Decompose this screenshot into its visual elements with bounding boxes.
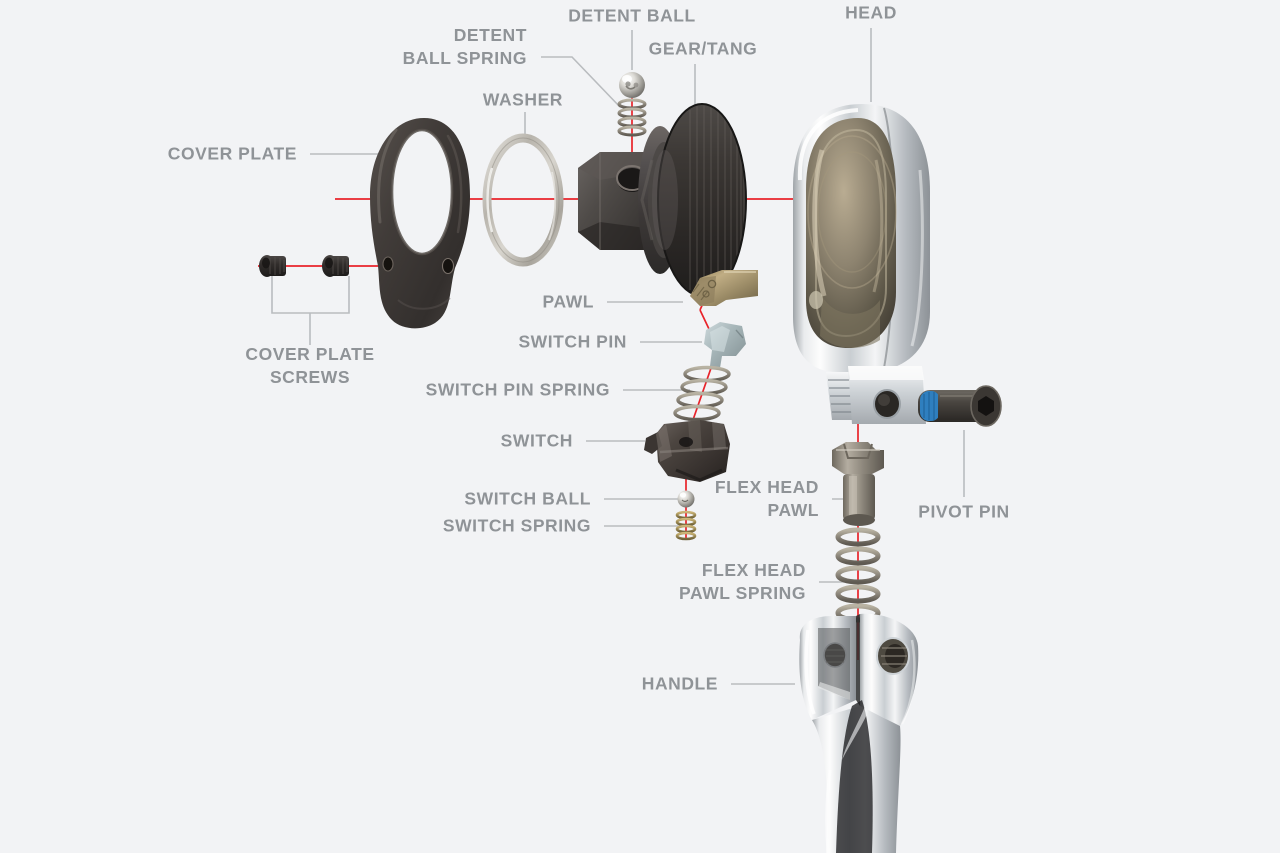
label-washer: WASHER — [482, 89, 563, 110]
pivot-pin — [918, 385, 1002, 427]
washer — [482, 133, 564, 267]
detent-ball — [619, 72, 645, 98]
cover-plate — [370, 118, 470, 329]
handle — [799, 613, 919, 853]
label-switch-spring: SWITCH SPRING — [442, 515, 591, 536]
label-cover-plate: COVER PLATE — [167, 143, 297, 164]
label-head: HEAD — [845, 2, 897, 23]
label-detent-ball: DETENT BALL — [568, 5, 696, 26]
label-gear-tang: GEAR/TANG — [648, 38, 758, 59]
label-pivot-pin: PIVOT PIN — [918, 501, 1010, 522]
label-detent-ball-spring: DETENT BALL SPRING — [402, 25, 527, 68]
label-cover-plate-screws: COVER PLATE SCREWS — [245, 344, 375, 387]
switch-pin-spring — [673, 365, 731, 422]
label-switch-pin-spring: SWITCH PIN SPRING — [425, 379, 610, 400]
label-flex-head-pawl-spring: FLEX HEAD PAWL SPRING — [679, 560, 806, 603]
label-pawl: PAWL — [542, 291, 594, 312]
label-switch-ball: SWITCH BALL — [464, 488, 591, 509]
leader-detent-ball-spring — [541, 56, 621, 108]
label-handle: HANDLE — [641, 673, 718, 694]
label-switch: SWITCH — [500, 430, 573, 451]
label-flex-head-pawl: FLEX HEAD PAWL — [714, 477, 819, 520]
head — [793, 104, 930, 424]
detent-ball-spring — [617, 98, 647, 137]
pawl — [690, 270, 758, 306]
switch — [644, 420, 730, 482]
gear-tang — [578, 103, 747, 297]
flex-head-pawl — [832, 442, 884, 526]
cover-plate-screw-2 — [322, 255, 349, 277]
switch-spring — [675, 510, 697, 541]
label-switch-pin: SWITCH PIN — [518, 331, 627, 352]
cover-plate-screw-1 — [259, 255, 286, 277]
switch-pin — [704, 322, 746, 368]
leader-screw-bracket — [271, 276, 350, 314]
switch-ball — [677, 490, 695, 508]
